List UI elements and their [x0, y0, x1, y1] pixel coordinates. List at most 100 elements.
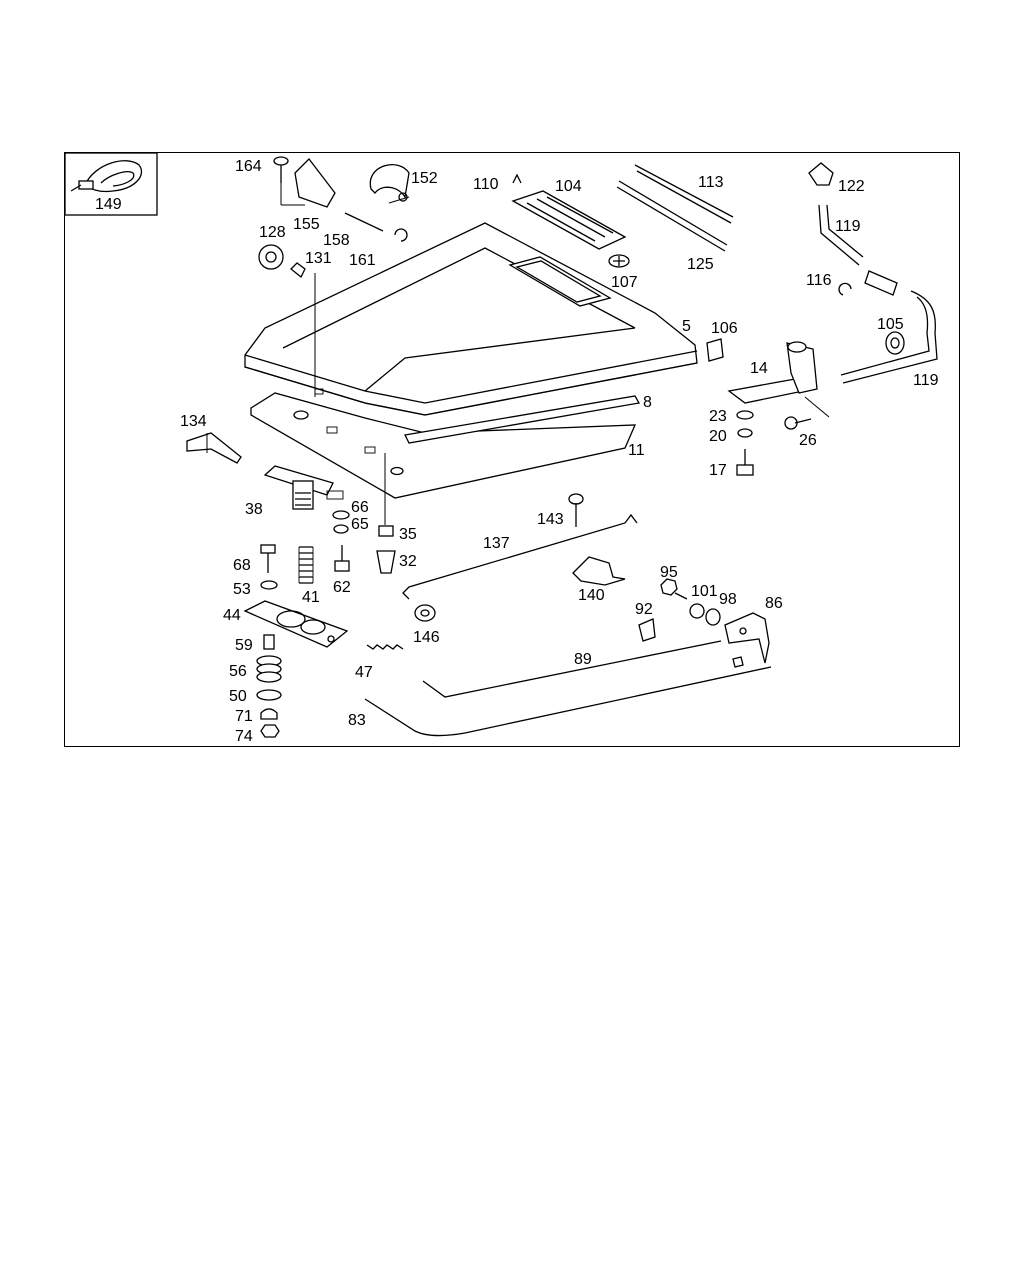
seal-113-drawing	[634, 164, 734, 224]
grommet-128-drawing	[258, 244, 284, 270]
callout-66: 66	[351, 499, 369, 516]
callout-146: 146	[413, 629, 440, 646]
washer-23-drawing	[736, 410, 754, 420]
circlip-161-drawing	[394, 228, 408, 242]
clip-134-drawing	[186, 432, 242, 464]
callout-164: 164	[235, 158, 262, 175]
washer-jet-122-drawing	[808, 162, 834, 186]
callout-86: 86	[765, 595, 783, 612]
callout-74: 74	[235, 728, 253, 745]
bolt-17-drawing	[736, 449, 754, 476]
connector-116-drawing	[864, 270, 898, 296]
callout-53: 53	[233, 581, 251, 598]
callout-32: 32	[399, 553, 417, 570]
lock-carrier-38-drawing	[263, 465, 344, 510]
callout-149: 149	[95, 196, 122, 213]
bolt-68-drawing	[260, 544, 276, 573]
callout-71: 71	[235, 708, 253, 725]
callout-41: 41	[302, 589, 320, 606]
callout-14: 14	[750, 360, 768, 377]
callout-122: 122	[838, 178, 865, 195]
callout-11: 11	[628, 442, 645, 459]
callout-8: 8	[643, 394, 652, 411]
hose-119-upper-drawing	[818, 204, 864, 266]
hinge-14-drawing	[727, 341, 818, 404]
nut-35-drawing	[378, 525, 394, 537]
bowden-83-drawing	[364, 666, 772, 737]
hood-panel-5-drawing	[244, 222, 698, 416]
callout-143: 143	[537, 511, 564, 528]
cable-tie-149-drawing	[70, 160, 143, 193]
callout-47: 47	[355, 664, 373, 681]
rubber-mount-56-drawing	[256, 655, 282, 683]
nut-74-drawing	[260, 724, 280, 738]
callout-104: 104	[555, 178, 582, 195]
callout-5: 5	[682, 318, 691, 335]
callout-110: 110	[473, 176, 499, 193]
callout-35: 35	[399, 526, 417, 543]
inset-box-149	[65, 153, 158, 216]
callout-62: 62	[333, 579, 351, 596]
callout-92: 92	[635, 601, 653, 618]
washer-66-drawing	[332, 510, 350, 520]
screw-26-drawing	[784, 416, 812, 430]
callout-20: 20	[709, 428, 727, 445]
pin-158-drawing	[344, 212, 384, 232]
callout-26: 26	[799, 432, 817, 449]
washer-50-drawing	[256, 689, 282, 701]
bushing-92-drawing	[638, 618, 656, 642]
callout-119-lower: 119	[913, 372, 939, 389]
callout-134: 134	[180, 413, 207, 430]
screw-164-drawing	[273, 156, 289, 183]
callout-95: 95	[660, 564, 678, 581]
holder-140-drawing	[572, 556, 626, 586]
callout-152: 152	[411, 170, 438, 187]
cap-107-drawing	[608, 254, 630, 268]
callout-137: 137	[483, 535, 510, 552]
callout-158: 158	[323, 232, 350, 249]
release-handle-86-drawing	[724, 612, 770, 664]
clip-110-drawing	[512, 173, 522, 184]
grommet-98-drawing	[705, 608, 721, 626]
cable-end-89-drawing	[732, 656, 744, 668]
callout-59: 59	[235, 637, 253, 654]
callout-116: 116	[806, 272, 832, 289]
callout-113: 113	[698, 174, 724, 191]
bolt-62-drawing	[334, 545, 350, 572]
callout-106: 106	[711, 320, 738, 337]
vent-grille-104-drawing	[511, 190, 627, 250]
washer-101-drawing	[689, 603, 705, 619]
callout-68: 68	[233, 557, 251, 574]
callout-125: 125	[687, 256, 714, 273]
callout-101: 101	[691, 583, 718, 600]
buffer-106-drawing	[706, 338, 724, 362]
parts-diagram: 149 164 155 152 158 161 128 131 110 104 …	[65, 153, 939, 745]
callout-128: 128	[259, 224, 286, 241]
callout-161: 161	[349, 252, 376, 269]
sleeve-59-drawing	[263, 634, 275, 650]
buffer-32-drawing	[376, 550, 396, 574]
insulation-mat-11-drawing	[250, 392, 641, 499]
lock-washer-20-drawing	[737, 428, 753, 438]
cable-89-drawing	[422, 640, 722, 698]
callout-140: 140	[578, 587, 605, 604]
callout-89: 89	[574, 651, 592, 668]
clip-71-drawing	[260, 708, 278, 720]
washer-65-drawing	[333, 524, 349, 534]
support-rod-137-drawing	[402, 513, 638, 600]
buffer-105-drawing	[885, 331, 905, 355]
screw-143-drawing	[568, 493, 584, 527]
callout-119-upper: 119	[835, 218, 861, 235]
bracket-155-drawing	[294, 158, 336, 208]
callout-labels: 149 164 155 152 158 161 128 131 110 104 …	[95, 158, 939, 745]
parts-diagram-frame: 149 164 155 152 158 161 128 131 110 104 …	[64, 152, 960, 747]
callout-38: 38	[245, 501, 263, 518]
bolt-95-drawing	[660, 578, 688, 600]
callout-98: 98	[719, 591, 737, 608]
callout-65: 65	[351, 516, 369, 533]
callout-131: 131	[305, 250, 332, 267]
callout-17: 17	[709, 462, 727, 479]
latch-plate-44-drawing	[243, 600, 349, 648]
callout-56: 56	[229, 663, 247, 680]
callout-155: 155	[293, 216, 320, 233]
